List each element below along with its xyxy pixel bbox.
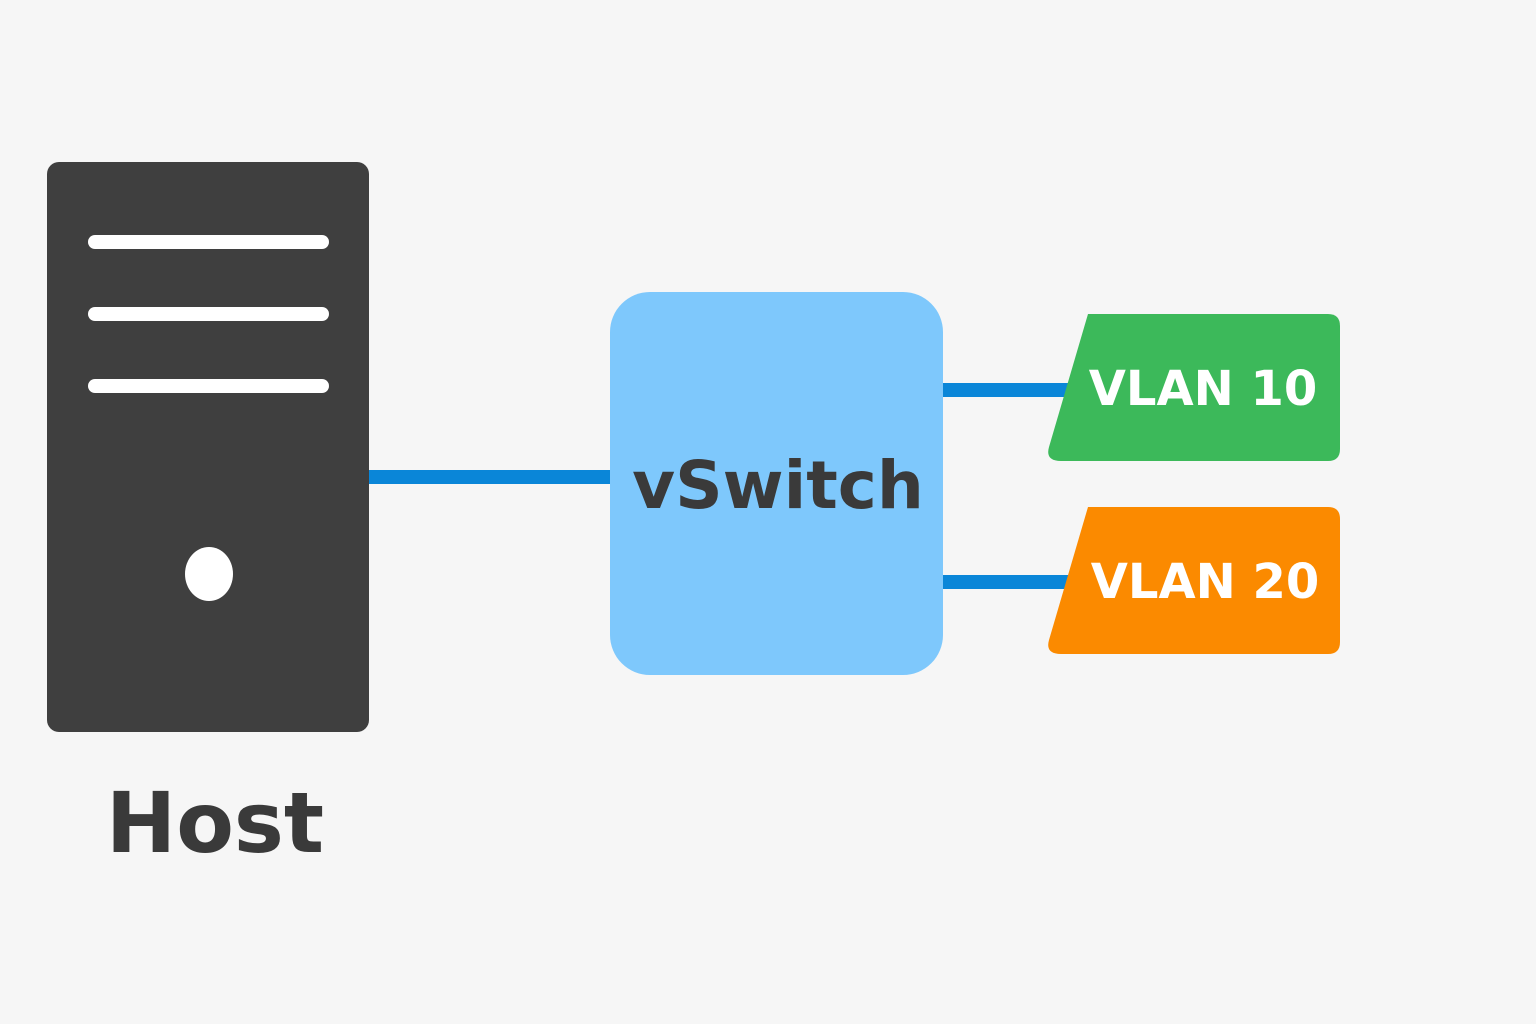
vlan-20-tag: VLAN 20	[1048, 507, 1340, 654]
vlan-20-shape	[1048, 507, 1340, 654]
server-body	[47, 162, 369, 732]
server-slot-1	[88, 235, 329, 249]
server-slot-3	[88, 379, 329, 393]
vlan-20-label: VLAN 20	[1091, 554, 1320, 610]
vswitch-node: vSwitch	[610, 292, 943, 675]
vlan-10-tag: VLAN 10	[1048, 314, 1340, 461]
vswitch-label: vSwitch	[632, 447, 924, 524]
host-label: Host	[106, 774, 324, 872]
server-power-button	[185, 547, 233, 601]
vswitch-box	[610, 292, 943, 675]
server-tower-icon	[47, 162, 369, 732]
server-slot-2	[88, 307, 329, 321]
vlan-10-label: VLAN 10	[1089, 361, 1318, 417]
vlan-10-shape	[1048, 314, 1340, 461]
